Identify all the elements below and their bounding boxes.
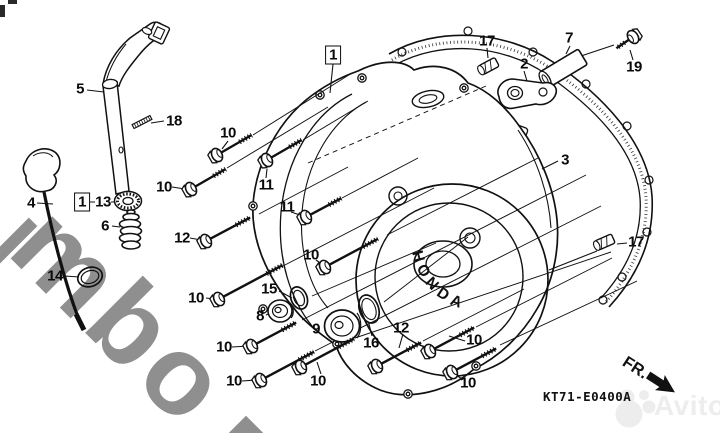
figure-code: KT71-E0400A xyxy=(543,389,632,404)
scan-artifact xyxy=(0,5,5,17)
part-17-dowel-pin-top xyxy=(477,57,500,76)
part-5-dipstick-guide-tube xyxy=(101,21,171,195)
part-1-clutch-cover: HONDA xyxy=(248,61,559,399)
avito-watermark-text: Avito xyxy=(654,390,720,421)
part-4-oil-dipstick xyxy=(22,148,87,332)
part-18-pin xyxy=(131,114,153,130)
part-13-washer xyxy=(113,190,143,212)
part-10-bolt xyxy=(207,129,256,165)
part-16-o-ring xyxy=(357,294,381,324)
part-10-bolt xyxy=(242,316,300,356)
part-17-dowel-pin-right xyxy=(592,233,616,251)
part-19-bolt xyxy=(615,25,645,51)
scan-artifact xyxy=(8,0,17,4)
part-10-bolt xyxy=(181,163,230,199)
part-8-cap xyxy=(267,299,294,323)
part-2-bracket xyxy=(497,78,558,110)
part-14-o-ring xyxy=(76,266,104,288)
part-7-collar xyxy=(538,48,588,89)
front-direction-arrow-icon xyxy=(645,371,675,393)
part-9-cap xyxy=(323,309,362,343)
part-12-bolt xyxy=(196,211,254,251)
part-10-bolt xyxy=(251,346,318,390)
part-6-spring xyxy=(118,209,143,250)
